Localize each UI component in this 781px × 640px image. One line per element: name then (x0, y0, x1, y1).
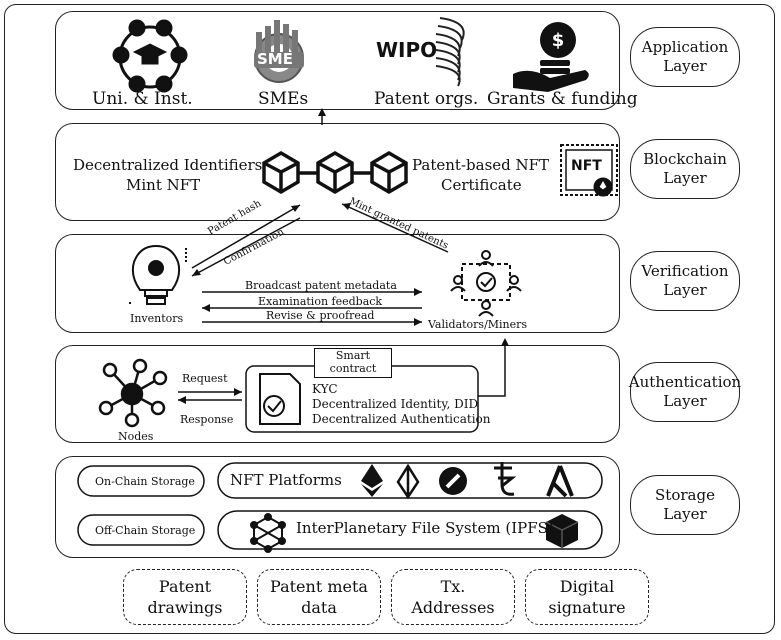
blockchain-right-line2: Certificate (441, 176, 522, 194)
sme-gear-icon (254, 20, 304, 83)
examination-label: Examination feedback (258, 295, 383, 308)
nodes-network-icon (98, 358, 168, 428)
validators-icon (450, 250, 522, 317)
wipo-lines-icon (435, 17, 465, 87)
validators-label: Validators/Miners (428, 318, 528, 331)
revise-label: Revise & proofread (266, 309, 375, 322)
verification-layer-box (55, 234, 620, 333)
nodes-label: Nodes (118, 430, 154, 443)
blockchain-right-line1: Patent-based NFT (412, 156, 550, 174)
data-item: Tx. Addresses (391, 569, 515, 625)
document-check-icon (259, 373, 301, 425)
did-label: Decentralized Identity, DID (312, 397, 479, 411)
onchain-label: On-Chain Storage (95, 475, 195, 488)
university-icon (112, 19, 188, 93)
verification-layer-label: Verification Layer (630, 251, 740, 311)
patent-orgs-label: Patent orgs. (374, 89, 479, 109)
blockchain-left-line2: Mint NFT (126, 176, 201, 194)
offchain-label: Off-Chain Storage (95, 524, 196, 537)
diagram-frame (4, 4, 775, 634)
blockchain-cubes-icon (262, 150, 408, 195)
response-label: Response (180, 413, 234, 426)
nft-badge-text: NFT (571, 158, 602, 174)
ipfs-icon (250, 513, 286, 553)
data-item: Patent meta data (257, 569, 381, 625)
nft-platforms-label: NFT Platforms (230, 471, 342, 489)
data-item: Patent drawings (123, 569, 247, 625)
ipfs-cube-icon (545, 514, 579, 548)
uni-label: Uni. & Inst. (92, 89, 193, 109)
smes-label: SMEs (258, 89, 309, 109)
blockchain-layer-label: Blockchain Layer (630, 139, 740, 199)
wipo-logo: WIPO (376, 38, 438, 62)
tezos-icon (494, 462, 517, 496)
inventors-label: Inventors (130, 312, 184, 325)
nft-stamp-icon (560, 144, 618, 197)
application-layer-label: Application Layer (630, 27, 740, 87)
broadcast-label: Broadcast patent metadata (245, 279, 397, 292)
ethereum-icon (361, 464, 383, 497)
grants-icon (513, 22, 589, 92)
storage-layer-box (55, 456, 620, 558)
request-label: Request (182, 372, 228, 385)
auth-label: Decentralized Authentication (312, 412, 491, 426)
inventor-lightbulb-icon (129, 244, 187, 305)
svg-text:$: $ (552, 30, 565, 51)
smart-contract-box: Smart contract (314, 348, 392, 378)
algorand-icon (546, 465, 574, 498)
data-item: Digital signature (525, 569, 649, 625)
grants-label: Grants & funding (487, 89, 638, 109)
eos-icon (396, 463, 420, 500)
ipfs-label: InterPlanetary File System (IPFS) (296, 519, 554, 537)
authentication-layer-label: Authentication Layer (629, 362, 741, 422)
storage-layer-label: Storage Layer (630, 475, 740, 535)
sme-logo-text: SME (257, 50, 293, 68)
kyc-label: KYC (312, 382, 338, 396)
blockchain-left-line1: Decentralized Identifiers (73, 156, 263, 174)
